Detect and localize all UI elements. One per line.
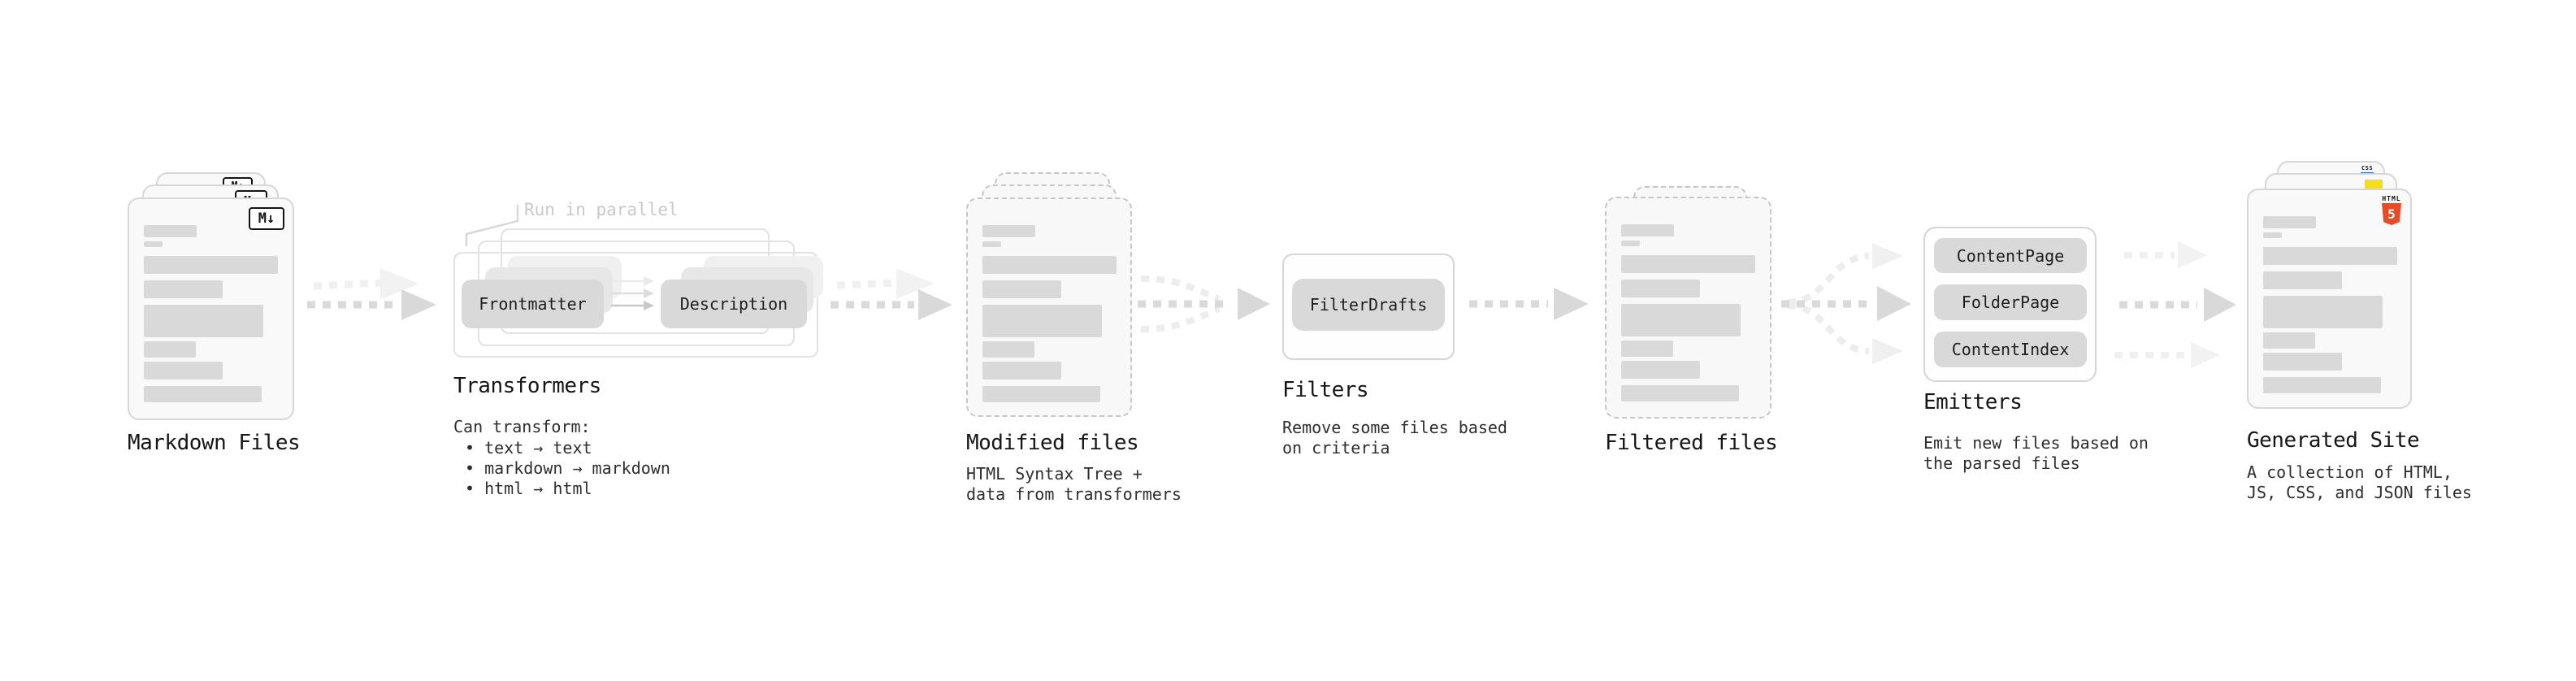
text-line-placeholder xyxy=(2263,296,2383,328)
modified-files-desc-line2: data from transformers xyxy=(966,484,1182,504)
text-line-placeholder xyxy=(144,341,196,358)
text-line-placeholder xyxy=(1621,255,1755,273)
emitters-desc-line2: the parsed files xyxy=(1923,453,2080,473)
text-line-placeholder xyxy=(1621,280,1700,297)
stage-label-transformers: Transformers xyxy=(453,374,601,398)
flow-arrow-filtered-to-emitters xyxy=(1781,243,1911,364)
text-line-placeholder xyxy=(1621,224,1674,236)
html5-shield: 5 xyxy=(2382,203,2401,225)
text-line-placeholder xyxy=(144,256,278,274)
transformer-layer-box xyxy=(453,252,818,358)
transformers-bullet: • html → html xyxy=(465,479,592,498)
text-line-placeholder xyxy=(1621,241,1640,246)
modified-files-desc-line1: HTML Syntax Tree + xyxy=(966,464,1143,484)
text-line-placeholder xyxy=(2263,353,2342,371)
text-line-placeholder xyxy=(2263,332,2315,349)
text-line-placeholder xyxy=(2263,271,2342,289)
text-line-placeholder xyxy=(982,280,1061,298)
text-line-placeholder xyxy=(144,305,263,337)
generated-site-desc-line1: A collection of HTML, xyxy=(2247,462,2452,482)
text-line-placeholder xyxy=(2263,232,2282,238)
text-line-placeholder xyxy=(144,241,163,247)
text-line-placeholder xyxy=(1621,361,1700,379)
text-line-placeholder xyxy=(982,362,1061,380)
contentindex-node: ContentIndex xyxy=(1934,332,2087,367)
stage-label-emitters: Emitters xyxy=(1923,390,2023,414)
filters-desc-line1: Remove some files based xyxy=(1282,418,1507,437)
text-line-placeholder xyxy=(982,225,1035,237)
text-line-placeholder xyxy=(982,241,1001,247)
javascript-file-icon xyxy=(2365,180,2383,190)
text-line-placeholder xyxy=(144,362,223,380)
run-in-parallel-annotation: Run in parallel xyxy=(524,200,679,219)
markdown-file-card: M↓ xyxy=(128,197,294,420)
markdown-icon: M↓ xyxy=(249,207,284,230)
text-line-placeholder xyxy=(1621,385,1739,401)
html-file-card: HTML 5 xyxy=(2247,189,2412,409)
transformers-bullet: • text → text xyxy=(465,438,592,458)
transformers-desc-heading: Can transform: xyxy=(453,417,591,436)
text-line-placeholder xyxy=(2263,377,2381,393)
text-line-placeholder xyxy=(982,305,1102,337)
frontmatter-node: Frontmatter xyxy=(462,280,604,328)
stage-label-filtered-files: Filtered files xyxy=(1605,431,1778,455)
text-line-placeholder xyxy=(982,386,1100,402)
text-line-placeholder xyxy=(2263,216,2316,228)
text-line-placeholder xyxy=(144,280,223,298)
flow-arrow-emitters-to-generated xyxy=(2114,241,2236,368)
folderpage-node: FolderPage xyxy=(1934,284,2087,320)
flow-arrow-transformers-to-modified xyxy=(830,268,952,320)
text-line-placeholder xyxy=(1621,340,1673,357)
text-line-placeholder xyxy=(2263,247,2397,265)
contentpage-node: ContentPage xyxy=(1934,238,2087,273)
text-line-placeholder xyxy=(982,256,1117,274)
filterdrafts-node: FilterDrafts xyxy=(1292,279,1445,331)
modified-file-card xyxy=(966,197,1132,417)
description-node: Description xyxy=(661,280,807,328)
html5-icon: HTML 5 xyxy=(2379,195,2404,225)
emitters-desc-line1: Emit new files based on xyxy=(1923,433,2149,453)
transformers-bullet: • markdown → markdown xyxy=(465,458,670,478)
flow-arrow-modified-to-filters xyxy=(1138,275,1270,332)
filters-desc-line2: on criteria xyxy=(1282,438,1390,458)
flow-arrow-markdown-to-transformers xyxy=(307,268,436,320)
stage-label-modified-files: Modified files xyxy=(966,431,1139,455)
stage-label-filters: Filters xyxy=(1282,378,1369,402)
filtered-file-card xyxy=(1605,197,1772,419)
stage-label-markdown-files: Markdown Files xyxy=(128,431,301,455)
text-line-placeholder xyxy=(1621,304,1741,336)
flow-arrow-filters-to-filtered xyxy=(1469,288,1589,320)
stage-label-generated-site: Generated Site xyxy=(2247,428,2420,453)
generated-site-desc-line2: JS, CSS, and JSON files xyxy=(2247,483,2472,502)
text-line-placeholder xyxy=(982,341,1034,358)
text-line-placeholder xyxy=(144,225,197,237)
text-line-placeholder xyxy=(144,386,262,402)
